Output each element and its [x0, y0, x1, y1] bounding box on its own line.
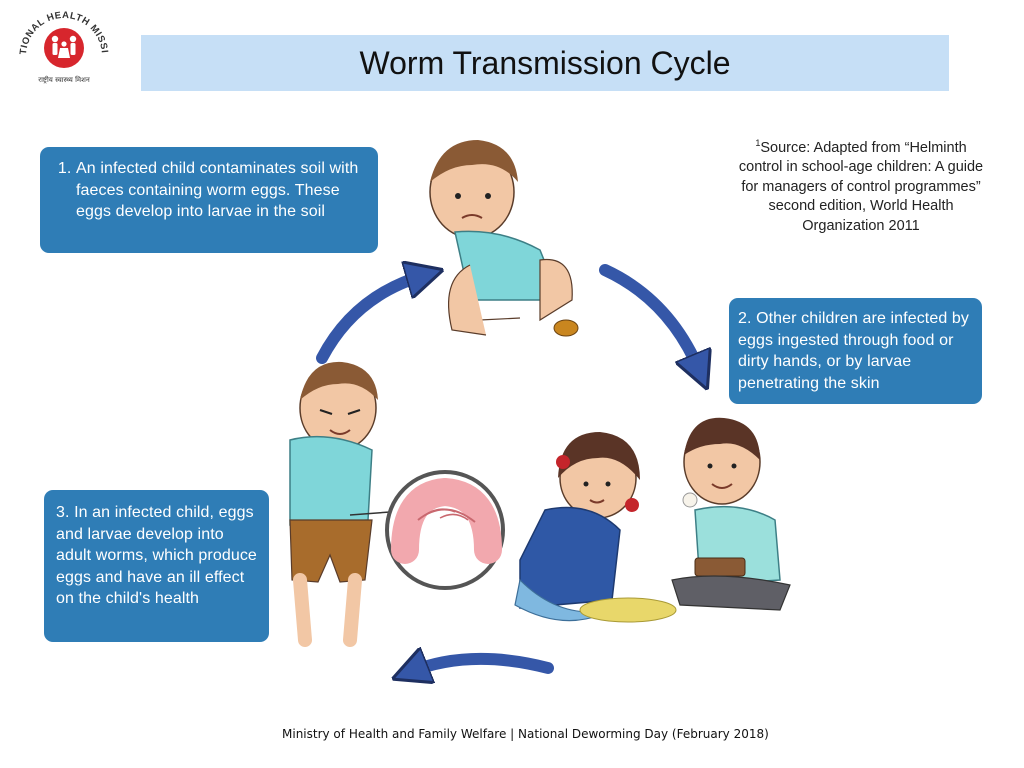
- squatting-child-figure: [429, 140, 579, 337]
- logo-tagline: राष्ट्रीय स्वास्थ्य मिशन: [38, 75, 90, 84]
- sick-child-figure: [289, 361, 378, 647]
- step-2-text: 2. Other children are infected by eggs i…: [738, 310, 969, 392]
- step-1-text: An infected child contaminates soil with…: [76, 158, 368, 223]
- callout-step-2: 2. Other children are infected by eggs i…: [729, 298, 982, 404]
- playing-girl-figure: [514, 432, 677, 623]
- source-footnote-marker: 1: [755, 138, 761, 148]
- callout-step-1: An infected child contaminates soil with…: [40, 147, 378, 253]
- cycle-arrow-bottom-to-left: [410, 659, 554, 672]
- source-text: Source: Adapted from “Helminth control i…: [738, 139, 984, 234]
- source-note: 1Source: Adapted from “Helminth control …: [735, 134, 987, 236]
- national-health-mission-logo: NATIONAL HEALTH MISSION राष्ट्रीय स्वास्…: [14, 6, 109, 84]
- family-icon: [51, 35, 77, 58]
- footer-text: Ministry of Health and Family Welfare | …: [282, 727, 769, 741]
- intestine-magnifier: [349, 470, 505, 590]
- step-3-text: 3. In an infected child, eggs and larvae…: [56, 504, 257, 607]
- page-title: Worm Transmission Cycle: [359, 44, 731, 81]
- cycle-arrow-left-to-top: [316, 275, 425, 364]
- cycle-arrow-top-to-right: [599, 264, 700, 372]
- callout-step-3: 3. In an infected child, eggs and larvae…: [44, 490, 269, 642]
- title-banner: Worm Transmission Cycle: [141, 35, 949, 91]
- sitting-boy-figure: [671, 417, 791, 611]
